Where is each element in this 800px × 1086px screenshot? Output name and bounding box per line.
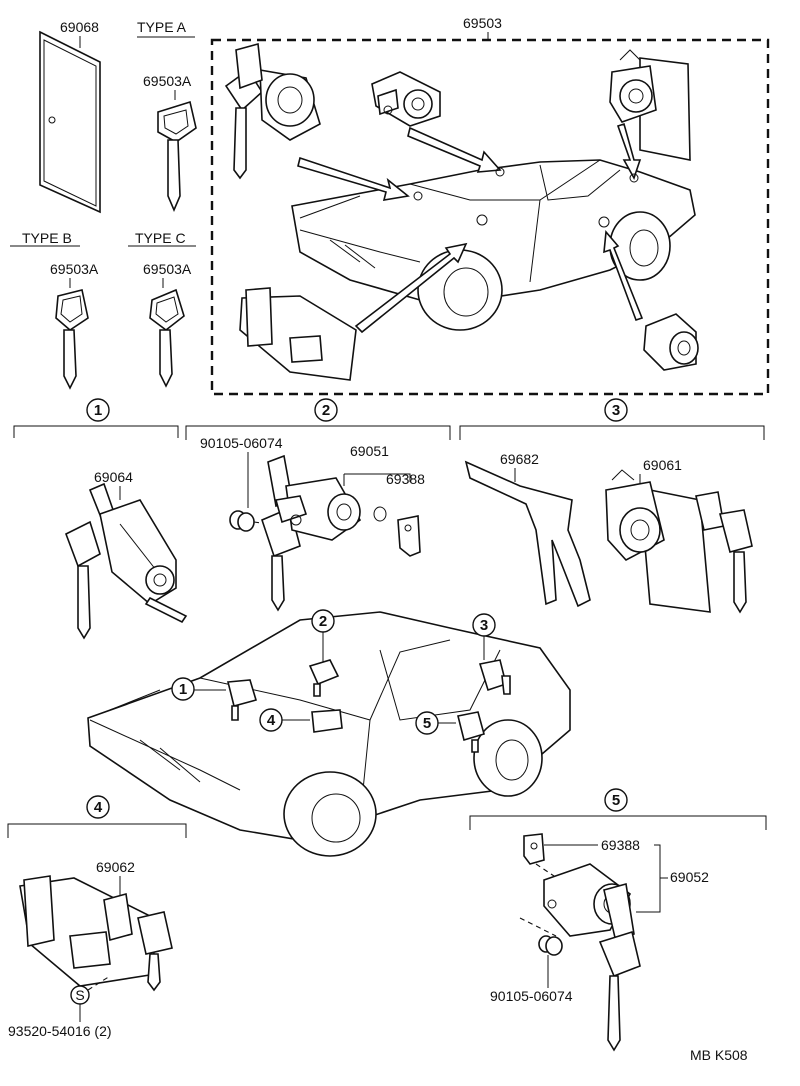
label-type-b: TYPE B (22, 230, 72, 246)
set-arrows (297, 122, 644, 334)
callout-1: 1 (179, 681, 187, 698)
screw-symbol: S (75, 987, 84, 1003)
bolt-lower (538, 935, 563, 956)
key-type-a: TYPE A 69503A (137, 19, 197, 213)
set-ignition-cylinder (224, 42, 321, 180)
label-69682: 69682 (500, 451, 539, 467)
label-69388-upper: 69388 (386, 471, 425, 487)
section-number-1: 1 (94, 402, 102, 419)
part-69062: 69062 S 93520-54016 (2) (8, 859, 173, 1039)
callout-4: 4 (267, 712, 276, 729)
part-69064: 69064 (64, 469, 188, 640)
section-number-2: 2 (322, 402, 330, 419)
set-glovebox-lock (239, 287, 357, 381)
section-header-2: 2 (185, 398, 451, 440)
callout-4-part (311, 709, 343, 733)
label-69062: 69062 (96, 859, 135, 875)
callout-3-part (478, 659, 511, 695)
label-69503a-type-a: 69503A (143, 73, 192, 89)
part-69052: 69388 69052 90105-06074 (490, 833, 709, 1052)
label-93520-54016: 93520-54016 (2) (8, 1023, 112, 1039)
part-69682: 69682 (464, 451, 591, 608)
label-69503a-type-c: 69503A (143, 261, 192, 277)
label-69503: 69503 (463, 15, 502, 31)
part-69051-assembly: 90105-06074 69051 69388 (200, 435, 425, 612)
bolt-upper (229, 510, 255, 532)
car-callouts: 2 3 1 4 5 (171, 609, 511, 753)
key-type-b: TYPE B 69503A (10, 230, 99, 390)
callout-2-part (308, 659, 340, 697)
key-type-c: TYPE C 69503A (128, 230, 196, 388)
section-number-5: 5 (612, 792, 620, 809)
set-door-cylinder-lower (643, 313, 699, 371)
callout-5-part (457, 711, 485, 753)
label-69503a-type-b: 69503A (50, 261, 99, 277)
callout-1-part (226, 679, 258, 721)
set-trunk-lock (609, 49, 691, 161)
callout-3: 3 (480, 617, 488, 634)
diagram-code: MB K508 (690, 1047, 748, 1063)
section-number-4: 4 (94, 799, 103, 816)
label-90105-upper: 90105-06074 (200, 435, 283, 451)
clip-lower (523, 833, 545, 865)
label-69052: 69052 (670, 869, 709, 885)
section-number-3: 3 (612, 402, 620, 419)
section-header-3: 3 (459, 398, 765, 440)
part-69061: 69061 (605, 457, 753, 614)
label-69051: 69051 (350, 443, 389, 459)
label-69388-lower: 69388 (601, 837, 640, 853)
section-header-1: 1 (13, 398, 179, 438)
lock-set-69503: 69503 (210, 15, 770, 396)
car-center (87, 611, 571, 857)
set-door-cylinder (371, 71, 441, 127)
section-header-4: 4 (7, 795, 187, 838)
section-header-5: 5 (469, 788, 767, 830)
clip-upper (397, 515, 421, 557)
label-90105-lower: 90105-06074 (490, 988, 573, 1004)
label-69064: 69064 (94, 469, 133, 485)
glovebox-cover-69068: 69068 (39, 19, 101, 214)
label-type-c: TYPE C (135, 230, 186, 246)
label-type-a: TYPE A (137, 19, 187, 35)
callout-5: 5 (423, 715, 431, 732)
label-69061: 69061 (643, 457, 682, 473)
label-69068: 69068 (60, 19, 99, 35)
callout-2: 2 (319, 613, 327, 630)
